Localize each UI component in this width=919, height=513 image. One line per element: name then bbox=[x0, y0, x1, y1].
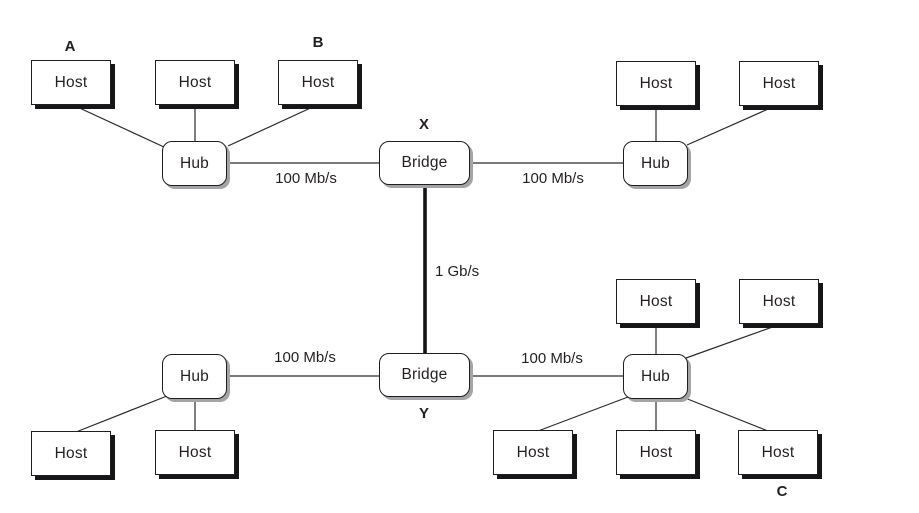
link-host-top-right-2-to-hub-top-right bbox=[686, 105, 776, 146]
host-bottom-left-1-node: Host bbox=[31, 431, 111, 476]
link-hub-bottom-left-to-host-bottom-left-1 bbox=[75, 395, 168, 433]
bridge-y-node: Bridge bbox=[379, 353, 470, 397]
link-host-b-to-hub-top-left bbox=[227, 104, 318, 147]
speed-label-hub-tl-bridge-x: 100 Mb/s bbox=[275, 170, 337, 187]
bridge-y-label: Y bbox=[418, 405, 430, 422]
hub-bottom-right-node: Hub bbox=[623, 354, 688, 399]
hub-bottom-left-node: Hub bbox=[162, 354, 227, 399]
hub-top-left-node: Hub bbox=[162, 141, 227, 186]
host-bottom-right-1-node: Host bbox=[493, 430, 573, 475]
station-a-label: A bbox=[64, 38, 76, 55]
station-b-label: B bbox=[312, 34, 324, 51]
host-b-node: Host bbox=[278, 60, 358, 105]
link-host-a-to-hub-top-left bbox=[72, 104, 165, 148]
speed-label-bridge-x-hub-tr: 100 Mb/s bbox=[522, 170, 584, 187]
host-top-right-1-node: Host bbox=[616, 61, 696, 106]
hub-top-right-node: Hub bbox=[623, 141, 688, 186]
host-mid-right-1-node: Host bbox=[616, 279, 696, 324]
link-host-mid-right-2-to-hub-bottom-right bbox=[685, 324, 779, 359]
speed-label-hub-bl-bridge-y: 100 Mb/s bbox=[274, 349, 336, 366]
host-top-left-2-node: Host bbox=[155, 60, 235, 105]
bridge-x-node: Bridge bbox=[379, 141, 470, 185]
host-c-node: Host bbox=[738, 430, 818, 475]
host-mid-right-2-node: Host bbox=[739, 279, 819, 324]
station-c-label: C bbox=[776, 483, 788, 500]
link-hub-bottom-right-to-host-c bbox=[684, 397, 769, 432]
host-bottom-right-2-node: Host bbox=[616, 430, 696, 475]
speed-label-backbone: 1 Gb/s bbox=[435, 263, 480, 280]
bridge-x-label: X bbox=[418, 116, 430, 133]
speed-label-bridge-y-hub-br: 100 Mb/s bbox=[521, 350, 583, 367]
link-hub-bottom-right-to-host-bottom-right-1 bbox=[537, 396, 629, 432]
host-a-node: Host bbox=[31, 60, 111, 105]
host-top-right-2-node: Host bbox=[739, 61, 819, 106]
host-bottom-left-2-node: Host bbox=[155, 430, 235, 475]
